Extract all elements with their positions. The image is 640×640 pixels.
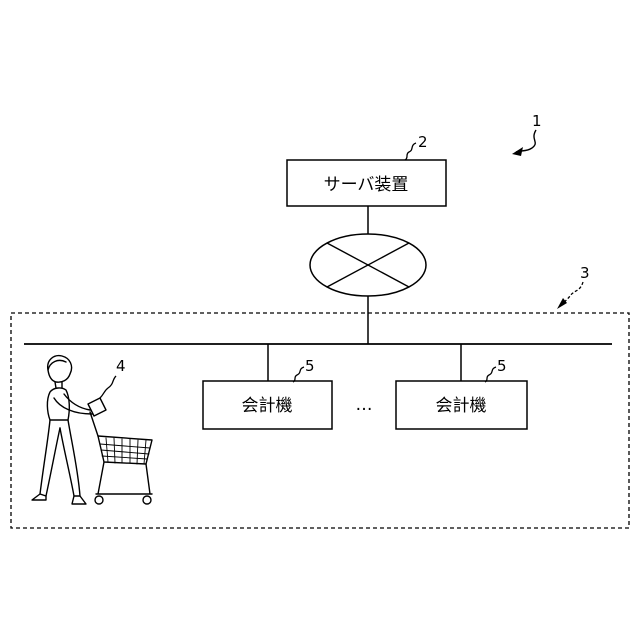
system-ref-number: 1 bbox=[532, 112, 542, 130]
server-device: サーバ装置 2 bbox=[287, 133, 446, 206]
customer-leg-right bbox=[60, 420, 80, 496]
system-reference: 1 bbox=[512, 112, 542, 156]
customer-ref-number: 4 bbox=[116, 357, 126, 375]
customer-leg-left bbox=[40, 420, 60, 496]
store-ref-number: 3 bbox=[580, 264, 590, 282]
cart-frame bbox=[96, 462, 152, 494]
customer-hair bbox=[48, 360, 66, 370]
server-ref-leader bbox=[405, 143, 416, 160]
customer-shoe-right bbox=[72, 496, 86, 504]
terminal-2-ref-number: 5 bbox=[497, 357, 507, 375]
store-ref-arrowhead bbox=[557, 298, 567, 309]
network-icon bbox=[310, 234, 426, 296]
customer-reference: 4 bbox=[100, 357, 126, 398]
terminal-1-ref-leader bbox=[293, 367, 304, 382]
system-ref-leader bbox=[516, 130, 536, 152]
terminal-2-label: 会計機 bbox=[436, 396, 487, 416]
terminal-ellipsis: … bbox=[356, 395, 373, 415]
customer-ref-leader bbox=[100, 376, 116, 398]
cart-wheel-left bbox=[95, 496, 103, 504]
customer-head bbox=[48, 356, 72, 383]
cart-wheel-right bbox=[143, 496, 151, 504]
customer-with-cart bbox=[32, 356, 152, 504]
server-label: サーバ装置 bbox=[324, 175, 409, 195]
terminal-2-ref-leader bbox=[485, 367, 496, 382]
customer-neck bbox=[55, 382, 62, 388]
customer-arm-lower bbox=[54, 398, 92, 414]
server-ref-number: 2 bbox=[418, 133, 428, 151]
terminal-1-ref-number: 5 bbox=[305, 357, 315, 375]
system-ref-arrowhead bbox=[512, 147, 523, 156]
terminal-1-label: 会計機 bbox=[242, 396, 293, 416]
